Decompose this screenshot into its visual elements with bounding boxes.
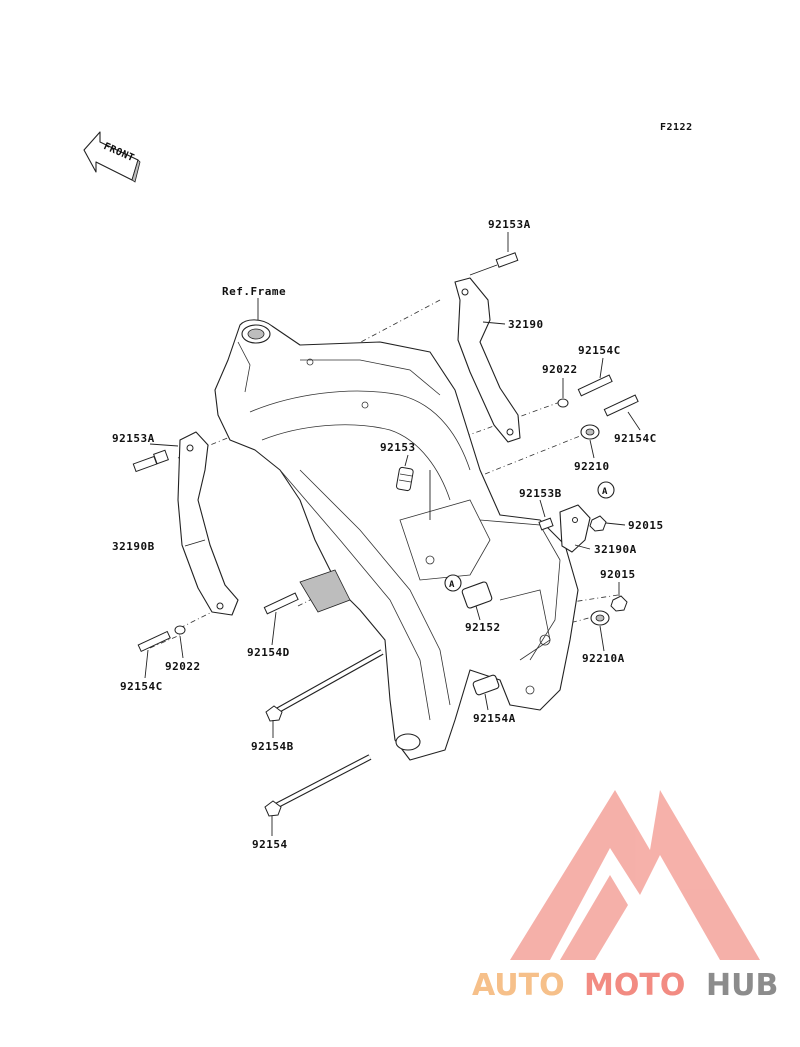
callout-92154d: 92154D xyxy=(247,646,290,659)
callout-92154c-left: 92154C xyxy=(120,680,163,693)
stud-92153 xyxy=(395,466,414,492)
spacer-92152 xyxy=(461,581,493,609)
diagram-code: F2122 xyxy=(660,122,693,133)
callout-92154c-right-top: 92154C xyxy=(578,344,621,357)
nut-92015-lower xyxy=(610,595,628,612)
bolt-92153b xyxy=(538,517,554,531)
front-direction-arrow: FRONT xyxy=(83,131,141,183)
callout-32190: 32190 xyxy=(508,318,544,331)
engine-bracket-32190 xyxy=(454,277,521,443)
bolt-92154a xyxy=(472,674,500,696)
ref-frame-label: Ref.Frame xyxy=(222,285,286,298)
callout-92153b: 92153B xyxy=(519,487,562,500)
long-bolt-92154 xyxy=(264,754,372,817)
bolt-92153a-left xyxy=(132,449,169,473)
callout-92015-lower: 92015 xyxy=(600,568,636,581)
callout-92152: 92152 xyxy=(465,621,501,634)
bolt-92154c-left xyxy=(137,630,171,653)
fasteners xyxy=(132,252,639,817)
bolt-92154c-right-a xyxy=(577,374,613,397)
callout-92015-upper: 92015 xyxy=(628,519,664,532)
nut-92015-upper xyxy=(589,515,607,532)
marker-a-right: A xyxy=(602,487,608,497)
callout-92154a: 92154A xyxy=(473,712,516,725)
washer-92022-right xyxy=(557,398,569,408)
callout-92022-left: 92022 xyxy=(165,660,201,673)
callout-92154b: 92154B xyxy=(251,740,294,753)
long-bolt-92154b xyxy=(265,649,384,722)
leader-lines xyxy=(144,232,641,836)
callout-32190b: 32190B xyxy=(112,540,155,553)
engine-bracket-32190a xyxy=(559,504,591,553)
watermark-auto: AUTO xyxy=(472,968,565,1003)
bushing-92210a xyxy=(590,610,610,626)
callout-92153a-left: 92153A xyxy=(112,432,155,445)
watermark-logo xyxy=(510,790,760,960)
washer-92022-left xyxy=(174,625,186,635)
watermark-hub: HUB xyxy=(706,968,778,1003)
callout-92210a: 92210A xyxy=(582,652,625,665)
bolt-92154d xyxy=(263,592,299,615)
watermark-moto: MOTO xyxy=(584,968,685,1003)
callout-92022-right: 92022 xyxy=(542,363,578,376)
callout-32190a: 32190A xyxy=(594,543,637,556)
callout-92154: 92154 xyxy=(252,838,288,851)
part-callouts: F2122 Ref.Frame 92153A 32190 92154C 9202… xyxy=(112,122,693,851)
bushing-92210 xyxy=(580,424,600,440)
callout-92153a-top: 92153A xyxy=(488,218,531,231)
frame-body xyxy=(214,319,579,761)
watermark-text: AUTO MOTO HUB xyxy=(472,968,778,1003)
reference-markers: A A xyxy=(444,481,615,592)
callout-92210: 92210 xyxy=(574,460,610,473)
callout-92153: 92153 xyxy=(380,441,416,454)
bolt-92154c-right-b xyxy=(603,394,639,417)
bolt-92153a-top xyxy=(469,252,519,276)
engine-bracket-32190b xyxy=(177,431,239,616)
marker-a-center: A xyxy=(449,580,455,590)
callout-92154c-right: 92154C xyxy=(614,432,657,445)
